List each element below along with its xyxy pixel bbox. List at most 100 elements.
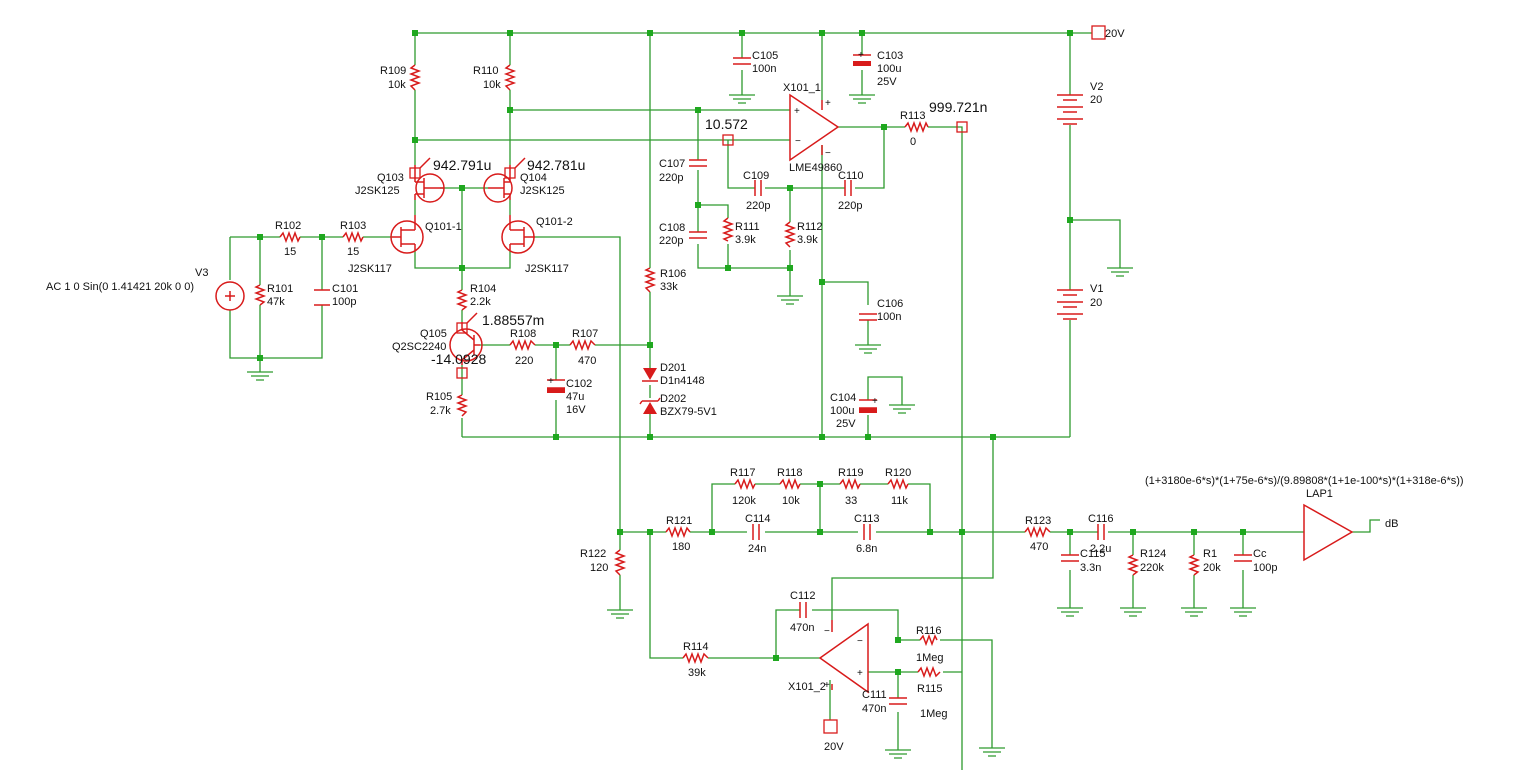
resistors-vertical <box>253 64 1201 576</box>
laplace-block <box>1303 503 1354 562</box>
q105-model: Q2SC2240 <box>392 341 446 353</box>
c102-plus: + <box>548 376 554 387</box>
r124-value: 220k <box>1140 562 1164 574</box>
r104-value: 2.2k <box>470 296 491 308</box>
probe-output: 999.721n <box>929 99 987 115</box>
c103-plus: + <box>858 50 864 61</box>
r117-value: 120k <box>732 495 756 507</box>
c108-name: C108 <box>659 222 685 234</box>
q105-name: Q105 <box>420 328 447 340</box>
r113-name: R113 <box>900 110 925 122</box>
c116-value: 2.2u <box>1090 543 1111 555</box>
r109-name: R109 <box>380 65 406 77</box>
c114-value: 24n <box>748 543 766 555</box>
v2-value: 20 <box>1090 94 1102 106</box>
svg-text:+: + <box>794 106 800 117</box>
r114-name: R114 <box>683 641 708 653</box>
svg-text:−: − <box>795 136 801 147</box>
zener-d202 <box>639 397 661 414</box>
r110-value: 10k <box>483 79 501 91</box>
capacitors: + + + <box>314 50 1252 705</box>
v3-value: AC 1 0 Sin(0 1.41421 20k 0 0) <box>46 281 194 293</box>
c106-value: 100n <box>877 311 901 323</box>
q101-1-name: Q101-1 <box>425 221 462 233</box>
r105-name: R105 <box>426 391 452 403</box>
c103-value: 100u <box>877 63 901 75</box>
x101-1-name: X101_1 <box>783 82 821 94</box>
laplace-output-label: dB <box>1385 518 1398 530</box>
r109-value: 10k <box>388 79 406 91</box>
component-labels: R109 10k R110 10k Q103 J2SK125 Q104 J2SK… <box>267 50 1464 720</box>
c106-name: C106 <box>877 298 903 310</box>
c101-value: 100p <box>332 296 356 308</box>
r113-value: 0 <box>910 136 916 148</box>
r123-name: R123 <box>1025 515 1051 527</box>
cc-name: Cc <box>1253 548 1267 560</box>
r122-name: R122 <box>580 548 606 560</box>
c103-name: C103 <box>877 50 903 62</box>
battery-v2: V2 20 <box>1057 81 1103 125</box>
r107-value: 470 <box>578 355 596 367</box>
x101-1-model: LME49860 <box>789 162 842 174</box>
svg-text:−: − <box>857 636 863 647</box>
r118-value: 10k <box>782 495 800 507</box>
supply-20v-top: 20V <box>1090 25 1125 40</box>
c101-name: C101 <box>332 283 358 295</box>
r124-name: R124 <box>1140 548 1166 560</box>
c113-name: C113 <box>854 513 879 525</box>
r112-value: 3.9k <box>797 234 818 246</box>
r121-name: R121 <box>666 515 692 527</box>
r114-value: 39k <box>688 667 706 679</box>
r115-value: 1Meg <box>920 708 948 720</box>
c107-name: C107 <box>659 158 685 170</box>
c113-value: 6.8n <box>856 543 877 555</box>
v3-name: V3 <box>195 267 208 279</box>
r110-name: R110 <box>473 65 498 77</box>
r112-name: R112 <box>797 221 822 233</box>
svg-text:−: − <box>824 626 830 637</box>
q103-name: Q103 <box>377 172 404 184</box>
svg-text:+: + <box>824 680 830 691</box>
r103-value: 15 <box>347 246 359 258</box>
r118-name: R118 <box>777 467 802 479</box>
r111-value: 3.9k <box>735 234 756 246</box>
r105-value: 2.7k <box>430 405 451 417</box>
probe-q103: 942.791u <box>433 157 491 173</box>
c104-rating: 25V <box>836 418 856 430</box>
v1-name: V1 <box>1090 283 1103 295</box>
probe-q104: 942.781u <box>527 157 585 173</box>
r108-name: R108 <box>510 328 536 340</box>
jfet-q101-2 <box>501 215 535 254</box>
r119-value: 33 <box>845 495 857 507</box>
svg-text:+: + <box>857 668 863 679</box>
resistors-horizontal <box>279 120 1051 679</box>
diode-d201 <box>642 368 658 382</box>
r116-name: R116 <box>916 625 941 637</box>
c112-name: C112 <box>790 590 815 602</box>
probe-q105-bot: -14.0928 <box>431 351 486 367</box>
d202-model: BZX79-5V1 <box>660 406 717 418</box>
r106-value: 33k <box>660 281 678 293</box>
r107-name: R107 <box>572 328 598 340</box>
c116-name: C116 <box>1088 513 1113 525</box>
q104-model: J2SK125 <box>520 185 565 197</box>
battery-v1: V1 20 <box>1057 283 1103 320</box>
c111-value: 470n <box>862 703 886 715</box>
c114-name: C114 <box>745 513 770 525</box>
c115-value: 3.3n <box>1080 562 1101 574</box>
supply-20v-bottom: 20V <box>823 719 844 753</box>
r101-name: R101 <box>267 283 293 295</box>
c112-value: 470n <box>790 622 814 634</box>
supply-20v-label: 20V <box>1105 28 1125 40</box>
r1-name: R1 <box>1203 548 1217 560</box>
supply-20v-bottom-label: 20V <box>824 741 844 753</box>
c109-value: 220p <box>746 200 770 212</box>
c109-name: C109 <box>743 170 769 182</box>
r101-value: 47k <box>267 296 285 308</box>
v2-name: V2 <box>1090 81 1103 93</box>
r120-name: R120 <box>885 467 911 479</box>
r121-value: 180 <box>672 541 690 553</box>
c107-value: 220p <box>659 172 683 184</box>
q104-name: Q104 <box>520 172 547 184</box>
